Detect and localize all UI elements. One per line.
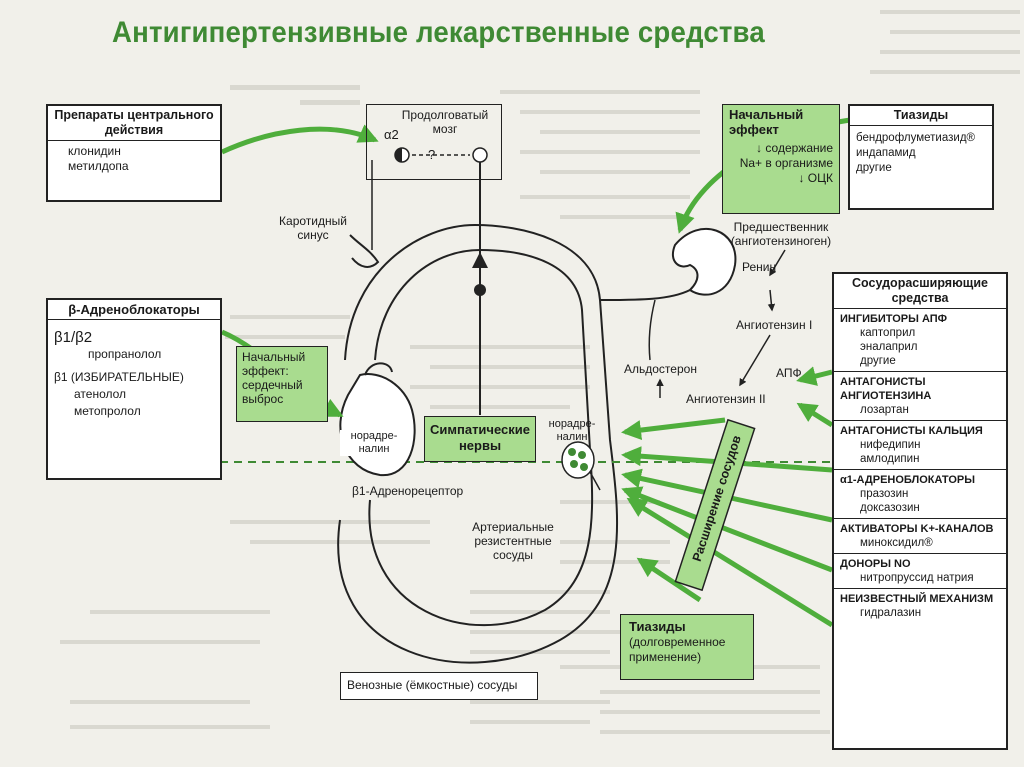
group-alpha1-blockers: α1-АДРЕНОБЛОКАТОРЫ празозин доксазозин [834, 469, 1006, 518]
angiotensin1-label: Ангиотензин I [736, 318, 813, 332]
drug-amlodipine: амлодипин [860, 453, 920, 465]
resistance-vessels-label: Артериальные резистентные сосуды [472, 520, 554, 562]
aldosterone-label: Альдостерон [624, 362, 697, 376]
group-name: АКТИВАТОРЫ K+-КАНАЛОВ [840, 523, 994, 535]
vasodilators-heading: Сосудорасширяющие средства [834, 274, 1006, 309]
alpha2-label: α2 [384, 127, 399, 142]
thiazides-longterm-sub: (долговременное применение) [629, 635, 726, 664]
initial-cardiac-effect-text: Начальный эффект: сердечный выброс [242, 350, 306, 406]
drug-doxazosin: доксазозин [860, 502, 920, 514]
arrow-ace-to-ang [796, 366, 833, 386]
vessel-granule [561, 441, 595, 479]
nerve-triangle [472, 252, 488, 268]
medulla-neuron [472, 147, 488, 163]
group-no-donors: ДОНОРЫ NO нитропруссид натрия [834, 553, 1006, 588]
initial-effect-heading: Начальный эффект [729, 107, 804, 137]
group-name: АНТАГОНИСТЫ КАЛЬЦИЯ [840, 425, 983, 437]
initial-effect-line2: Na+ в организме [739, 156, 833, 170]
drug-methyldopa: метилдопа [68, 159, 129, 173]
thiazides-box: Тиазиды бендрофлуметиазид® индапамид дру… [848, 104, 994, 210]
drug-nitroprusside: нитропруссид натрия [860, 572, 974, 584]
arrow-vaso-to-vessel-5 [626, 497, 834, 628]
drug-clonidine: клонидин [68, 144, 121, 158]
heart-shape [339, 373, 416, 477]
beta-selective: β1 (ИЗБИРАТЕЛЬНЫЕ) [54, 370, 184, 384]
question-mark: ? [428, 147, 436, 162]
arrow-central-to-medulla [220, 124, 379, 155]
drug-losartan: лозартан [860, 404, 909, 416]
beta-blockers-heading: β-Адреноблокаторы [48, 300, 220, 320]
vasodilators-box: Сосудорасширяющие средства ИНГИБИТОРЫ АП… [832, 272, 1008, 750]
sympathetic-nerves-label: Симпатические нервы [429, 422, 530, 453]
drug-hydralazine: гидралазин [860, 607, 922, 619]
nerve-dot [474, 284, 486, 296]
beta1-receptor-label: β1-Адренорецептор [352, 484, 464, 498]
thiazides-longterm-box: Тиазиды (долговременное применение) [620, 614, 754, 680]
drug-metoprolol: метопролол [74, 404, 141, 418]
noradrenaline-heart-label: норадре- налин [340, 430, 408, 456]
group-unknown-mechanism: НЕИЗВЕСТНЫЙ МЕХАНИЗМ гидралазин [834, 588, 1006, 623]
group-name: АНТАГОНИСТЫ АНГИОТЕНЗИНА [840, 376, 932, 402]
thiazides-heading: Тиазиды [850, 106, 992, 126]
drug-nifedipine: нифедипин [860, 439, 921, 451]
group-name: α1-АДРЕНОБЛОКАТОРЫ [840, 474, 976, 486]
sympathetic-nerves-box: Симпатические нервы [424, 416, 536, 462]
group-k-channel-activators: АКТИВАТОРЫ K+-КАНАЛОВ миноксидил® [834, 518, 1006, 553]
central-drugs-box: Препараты центрального действия клонидин… [46, 104, 222, 202]
vasodilation-banner-shape [674, 418, 756, 592]
group-calcium-antagonists: АНТАГОНИСТЫ КАЛЬЦИЯ нифедипин амлодипин [834, 420, 1006, 469]
central-drugs-heading: Препараты центрального действия [48, 106, 220, 141]
arrow-vaso-to-vessel-4 [621, 486, 833, 573]
drug-others: другие [856, 162, 892, 174]
angiotensin2-label: Ангиотензин II [686, 392, 766, 406]
drug-captopril: каптоприл [860, 327, 916, 339]
drug-enalapril: эналаприл [860, 341, 918, 353]
group-name: ДОНОРЫ NO [840, 558, 911, 570]
drug-indapamide: индапамид [856, 147, 916, 159]
group-name: ИНГИБИТОРЫ АПФ [840, 313, 948, 325]
thiazides-longterm-heading: Тиазиды [629, 619, 686, 634]
kidney-shape [671, 227, 737, 296]
arrow-arb-to-ang2 [796, 402, 834, 428]
venous-vessels-label: Венозные (ёмкостные) сосуды [347, 678, 518, 692]
initial-cardiac-effect-box: Начальный эффект: сердечный выброс [236, 346, 328, 422]
drug-atenolol: атенолол [74, 387, 127, 401]
noradrenaline-vessel-label: норадре- налин [548, 418, 596, 443]
precursor-label: Предшественник (ангиотензиноген) [730, 220, 832, 248]
arrow-vaso-to-vessel-1 [621, 417, 726, 441]
venous-vessels-box: Венозные (ёмкостные) сосуды [340, 672, 538, 700]
medulla-label: Продолговатый мозг [401, 108, 489, 136]
group-arb: АНТАГОНИСТЫ АНГИОТЕНЗИНА лозартан [834, 371, 1006, 420]
group-name: НЕИЗВЕСТНЫЙ МЕХАНИЗМ [840, 593, 994, 605]
carotid-sinus [349, 234, 380, 268]
renin-label: Ренин [742, 260, 777, 274]
drug-others: другие [860, 355, 896, 367]
drug-prazosin: празозин [860, 488, 909, 500]
arrow-long-thiazide [636, 557, 702, 603]
drug-minoxidil: миноксидил® [860, 537, 933, 549]
page-title: Антигипертензивные лекарственные средств… [112, 16, 765, 49]
medulla-box [366, 104, 502, 180]
initial-effect-line1: ↓ содержание [756, 141, 833, 155]
drug-propranolol: пропранолол [88, 347, 162, 361]
beta-blockers-box: β-Адреноблокаторы β1/β2 пропранолол β1 (… [46, 298, 222, 480]
ace-label: АПФ [776, 366, 802, 380]
initial-effect-box: Начальный эффект ↓ содержание Na+ в орга… [722, 104, 840, 214]
carotid-sinus-label: Каротидный синус [279, 214, 347, 242]
drug-bendroflumethiazide: бендрофлуметиазид® [856, 132, 976, 144]
initial-effect-line3: ↓ ОЦК [798, 171, 833, 185]
beta-nonselective: β1/β2 [54, 329, 93, 346]
group-ace-inhibitors: ИНГИБИТОРЫ АПФ каптоприл эналаприл други… [834, 309, 1006, 371]
